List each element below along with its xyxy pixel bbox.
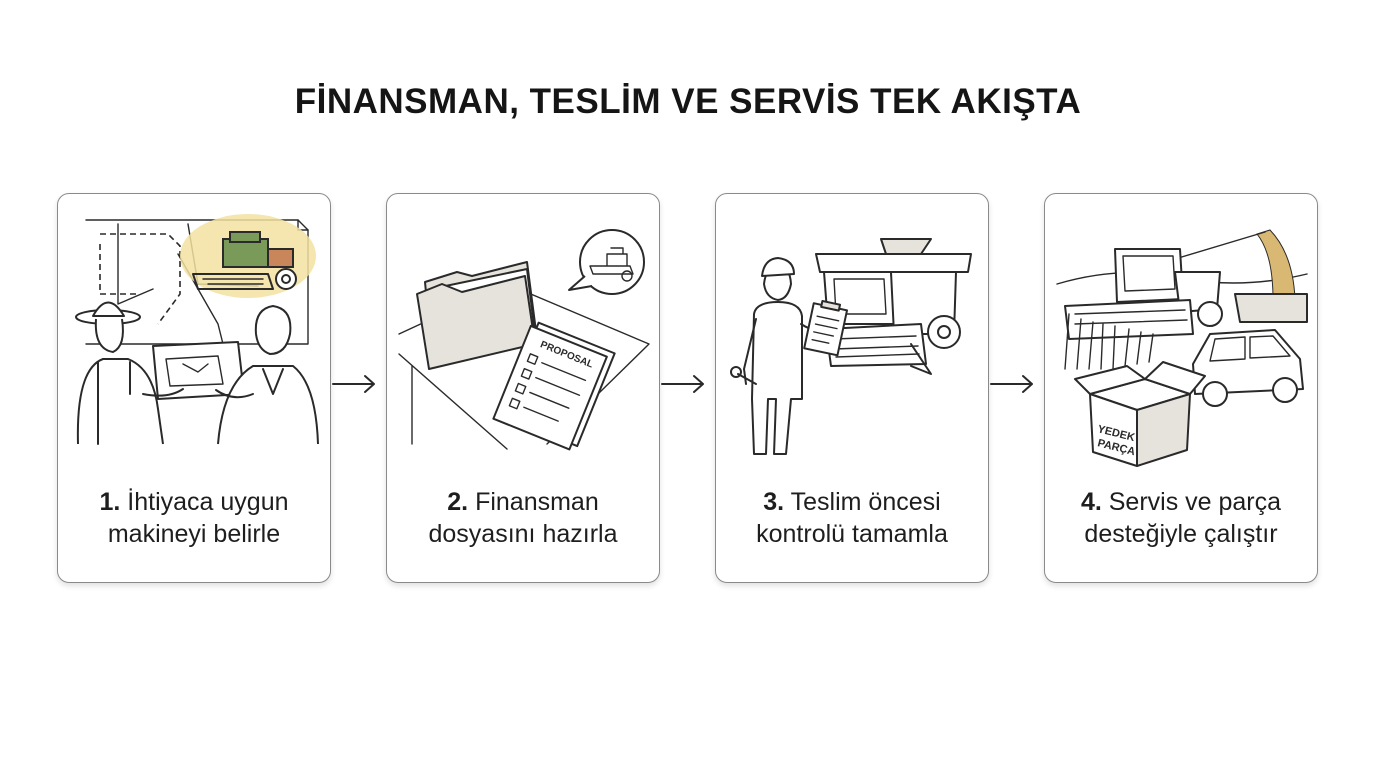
step-card-2: PROPOSAL 2. Finansman dosyasını hazırla [386, 193, 660, 583]
service-parts-icon: YEDEK PARÇA [1056, 229, 1308, 467]
farmers-planning-icon [75, 214, 319, 445]
page-title: FİNANSMAN, TESLİM VE SERVİS TEK AKIŞTA [294, 82, 1082, 121]
arrow-right-icon [661, 375, 704, 393]
step-number-3: 3. [763, 488, 785, 516]
step-card-1: 1. İhtiyaca uygun makineyi belirle [57, 193, 331, 583]
arrow-right-icon [332, 375, 375, 393]
step-text-4b: desteğiyle çalıştır [1084, 520, 1278, 548]
step-text-1b: makineyi belirle [107, 520, 281, 548]
step-number-1: 1. [99, 488, 121, 516]
arrow-right-icon [990, 375, 1033, 393]
step-caption-1: 1. İhtiyaca uygun makineyi belirle [64, 486, 324, 550]
step-text-3b: kontrolü tamamla [756, 520, 948, 548]
step-caption-2: 2. Finansman dosyasını hazırla [393, 486, 653, 550]
step-card-3: 3. Teslim öncesi kontrolü tamamla [715, 193, 989, 583]
step-number-2: 2. [447, 488, 469, 516]
step-text-2b: dosyasını hazırla [428, 520, 618, 548]
step-card-4: YEDEK PARÇA 4. Servis ve parça desteğiyl… [1044, 193, 1318, 583]
technician-inspection-icon [730, 238, 972, 455]
step-caption-3: 3. Teslim öncesi kontrolü tamamla [722, 486, 982, 550]
step-number-4: 4. [1080, 488, 1102, 516]
step-text-4a: Servis ve parça [1108, 488, 1282, 516]
step-text-2a: Finansman [475, 488, 599, 516]
step-text-3a: Teslim öncesi [790, 488, 941, 516]
step-caption-4: 4. Servis ve parça desteğiyle çalıştır [1051, 486, 1311, 550]
step-text-1a: İhtiyaca uygun [127, 488, 289, 516]
finance-folder-icon: PROPOSAL [398, 229, 650, 451]
